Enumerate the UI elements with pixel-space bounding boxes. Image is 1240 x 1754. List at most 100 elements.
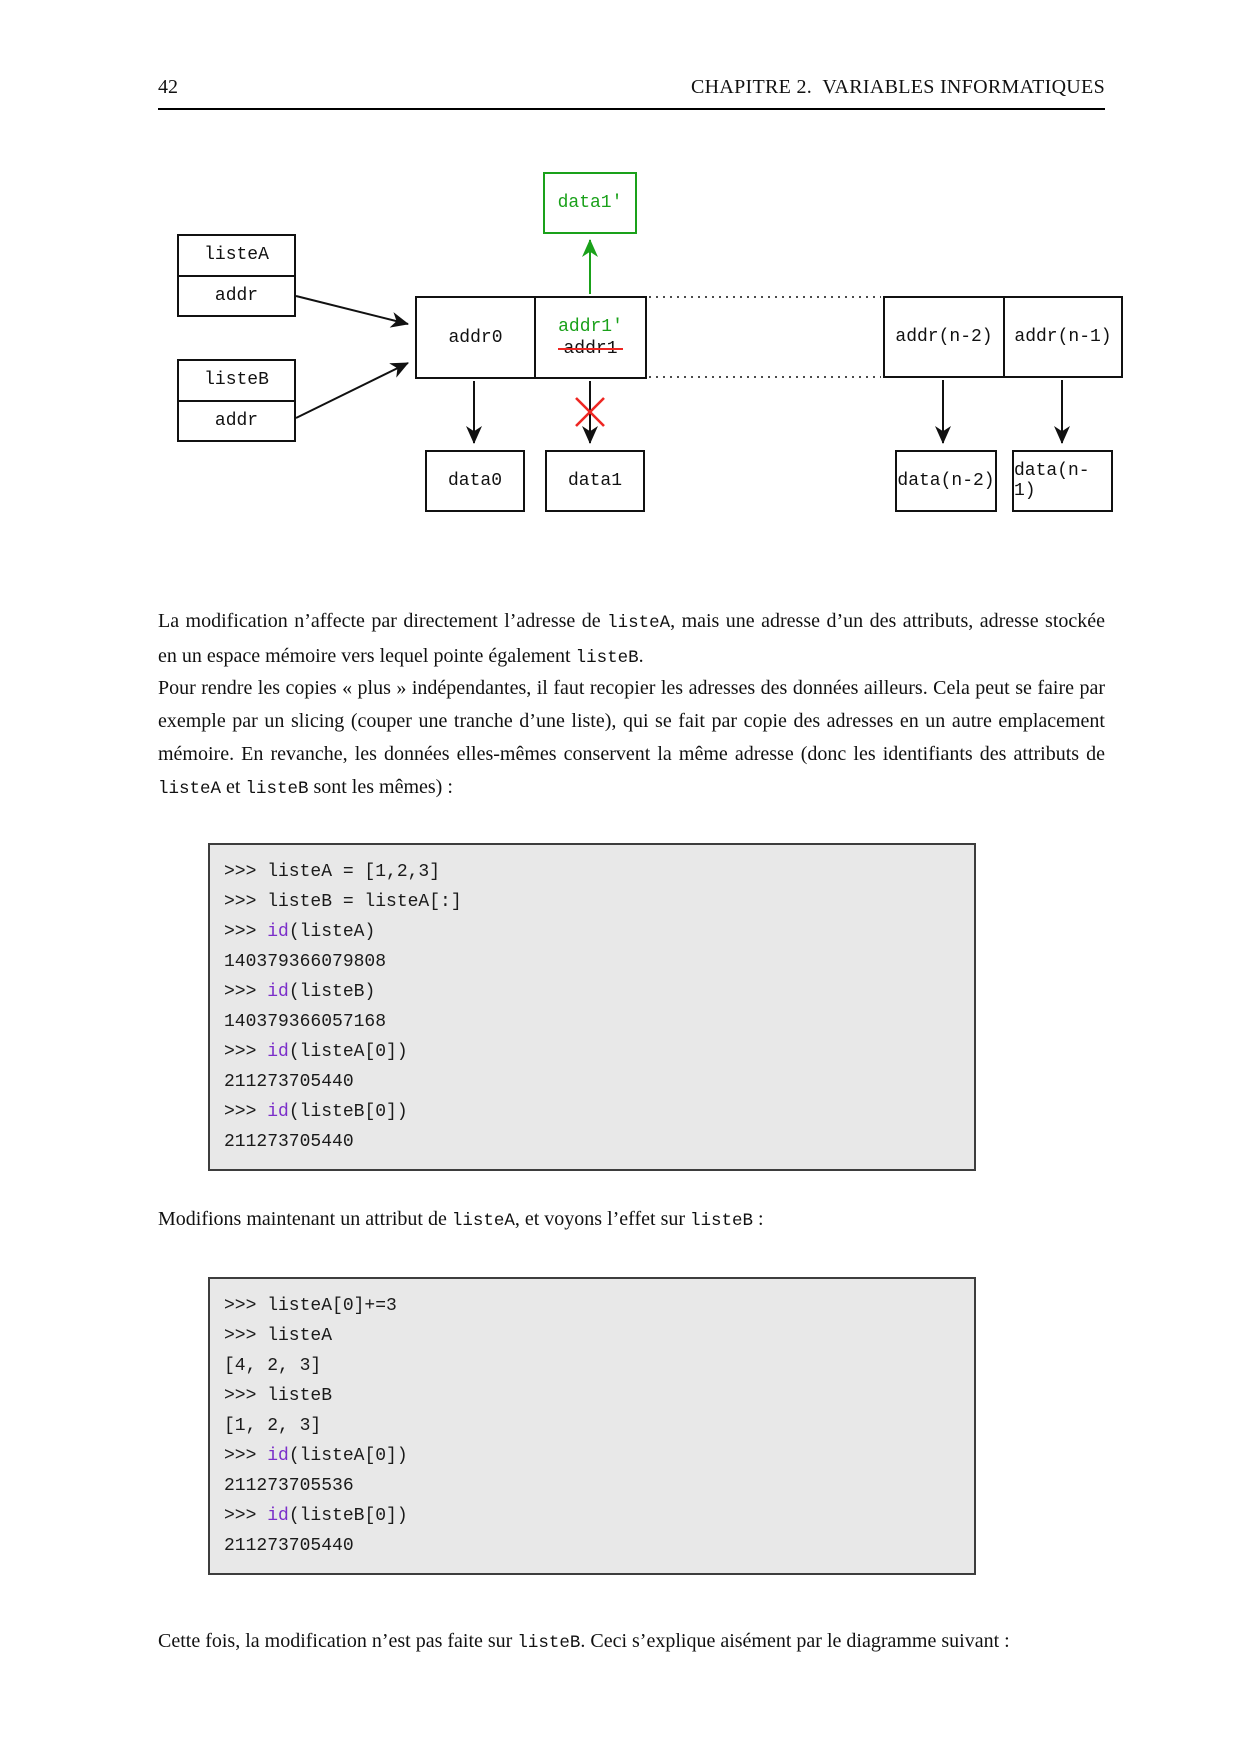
data-n2-label: data(n-2) <box>897 471 995 491</box>
listeA-label: listeA <box>204 245 269 266</box>
box-data1-prime: data1' <box>543 172 637 234</box>
code-text: >>> listeA = [1,2,3] <box>224 862 441 882</box>
text-run: : <box>753 1208 764 1230</box>
addr-n2-label: addr(n-2) <box>895 327 993 347</box>
addr-n1-cell: addr(n-1) <box>1005 298 1121 376</box>
listeB-addr-cell: addr <box>179 399 294 441</box>
code-text: 211273705536 <box>224 1476 354 1496</box>
code-line: 211273705440 <box>224 1067 960 1097</box>
code-line: 211273705536 <box>224 1471 960 1501</box>
addr1-stack: addr1' addr1 <box>558 316 623 360</box>
code-text: (listeB) <box>288 982 376 1002</box>
code-text: (listeB[0]) <box>288 1102 408 1122</box>
code-text: [1, 2, 3] <box>224 1416 322 1436</box>
code-line: 211273705440 <box>224 1127 960 1157</box>
chapter-header: CHAPITRE 2. VARIABLES INFORMATIQUES <box>691 76 1105 98</box>
text-run: La modification n’affecte par directemen… <box>158 610 608 632</box>
code-text: >>> <box>224 1446 268 1466</box>
addr1-struck-label: addr1 <box>558 338 623 359</box>
code-text: >>> <box>224 1506 268 1526</box>
text-run: Cette fois, la modification n’est pas fa… <box>158 1630 518 1652</box>
inline-code-listeA: listeA <box>451 1211 515 1231</box>
code-builtin-id: id <box>267 1446 289 1466</box>
addr1-cell: addr1' addr1 <box>536 298 645 377</box>
listeB-addr-label: addr <box>214 410 259 431</box>
diagram-arrows-layer <box>295 239 1070 444</box>
paragraph-cette-fois: Cette fois, la modification n’est pas fa… <box>158 1625 1105 1660</box>
box-listeA: listeA addr <box>177 234 296 317</box>
box-data0: data0 <box>425 450 525 512</box>
code-line: 211273705440 <box>224 1531 960 1561</box>
box-data1-prime-label: data1' <box>557 193 623 213</box>
code-line: >>> id(listeB[0]) <box>224 1097 960 1127</box>
text-run: , mais une adresse d’un des attributs, a… <box>158 610 1106 667</box>
box-data-n1: data(n-1) <box>1012 450 1113 512</box>
box-addr-array-right: addr(n-2) addr(n-1) <box>883 296 1123 378</box>
inline-code-listeB: listeB <box>517 1633 581 1653</box>
code-text: (listeA[0]) <box>288 1446 408 1466</box>
inline-code-listeA: listeA <box>158 779 222 799</box>
text-run: sont les mêmes) : <box>308 776 453 798</box>
text-run: Pour rendre les copies « plus » indépend… <box>158 677 1105 765</box>
code-text: 140379366057168 <box>224 1012 387 1032</box>
listeB-label: listeB <box>204 370 269 391</box>
code-line: >>> listeA <box>224 1321 960 1351</box>
data-n1-label: data(n-1) <box>1014 461 1090 501</box>
box-data-n2: data(n-2) <box>895 450 997 512</box>
text-run: . <box>638 645 644 667</box>
code-line: >>> id(listeB) <box>224 977 960 1007</box>
paragraph-copies-independantes: Pour rendre les copies « plus » indépend… <box>158 672 1105 806</box>
code-block-2: >>> listeA[0]+=3 >>> listeA [4, 2, 3] >>… <box>208 1277 976 1575</box>
code-text: >>> <box>224 1042 268 1062</box>
code-text: 211273705440 <box>224 1132 354 1152</box>
code-builtin-id: id <box>267 1506 289 1526</box>
addr-n2-cell: addr(n-2) <box>885 298 1005 376</box>
code-line: >>> listeB = listeA[:] <box>224 887 960 917</box>
code-builtin-id: id <box>267 1102 289 1122</box>
data0-label: data0 <box>447 471 502 491</box>
inline-code-listeB: listeB <box>575 648 639 668</box>
code-line: [4, 2, 3] <box>224 1351 960 1381</box>
code-text: (listeB[0]) <box>288 1506 408 1526</box>
code-builtin-id: id <box>267 922 289 942</box>
code-block-1: >>> listeA = [1,2,3] >>> listeB = listeA… <box>208 843 976 1171</box>
code-text: [4, 2, 3] <box>224 1356 322 1376</box>
code-text: 140379366079808 <box>224 952 387 972</box>
code-line: [1, 2, 3] <box>224 1411 960 1441</box>
addr-n1-label: addr(n-1) <box>1014 327 1112 347</box>
addr0-label: addr0 <box>448 327 503 348</box>
code-text: 211273705440 <box>224 1536 354 1556</box>
code-line: >>> id(listeA) <box>224 917 960 947</box>
paragraph-modification: La modification n’affecte par directemen… <box>158 605 1105 675</box>
listeA-addr-label: addr <box>214 285 259 306</box>
text-run: et <box>221 776 246 798</box>
code-text: (listeA[0]) <box>288 1042 408 1062</box>
listeB-title-cell: listeB <box>179 361 294 400</box>
inline-code-listeA: listeA <box>607 613 671 633</box>
data1-label: data1 <box>567 471 622 491</box>
code-text: >>> listeA[0]+=3 <box>224 1296 397 1316</box>
code-line: >>> id(listeA[0]) <box>224 1037 960 1067</box>
addr0-cell: addr0 <box>417 298 536 377</box>
listeA-addr-cell: addr <box>179 274 294 316</box>
arrow-listeA-addr-to-addr0 <box>295 295 409 328</box>
memory-diagram: data1' listeA addr listeB addr addr0 add… <box>0 140 1240 530</box>
code-builtin-id: id <box>267 982 289 1002</box>
code-text: >>> listeB <box>224 1386 333 1406</box>
arrow-listeB-addr-to-addr0 <box>295 362 409 419</box>
code-line: >>> listeB <box>224 1381 960 1411</box>
code-line: >>> listeA = [1,2,3] <box>224 857 960 887</box>
code-text: 211273705440 <box>224 1072 354 1092</box>
code-text: >>> listeA <box>224 1326 333 1346</box>
code-line: >>> id(listeA[0]) <box>224 1441 960 1471</box>
code-text: >>> <box>224 982 268 1002</box>
red-cross-stroke-2 <box>575 397 605 427</box>
box-addr-array-left: addr0 addr1' addr1 <box>415 296 647 379</box>
text-run: . Ceci s’explique aisément par le diagra… <box>580 1630 1010 1652</box>
box-data1: data1 <box>545 450 645 512</box>
inline-code-listeB: listeB <box>245 779 309 799</box>
text-run: , et voyons l’effet sur <box>514 1208 691 1230</box>
code-line: 140379366057168 <box>224 1007 960 1037</box>
code-text: >>> <box>224 922 268 942</box>
